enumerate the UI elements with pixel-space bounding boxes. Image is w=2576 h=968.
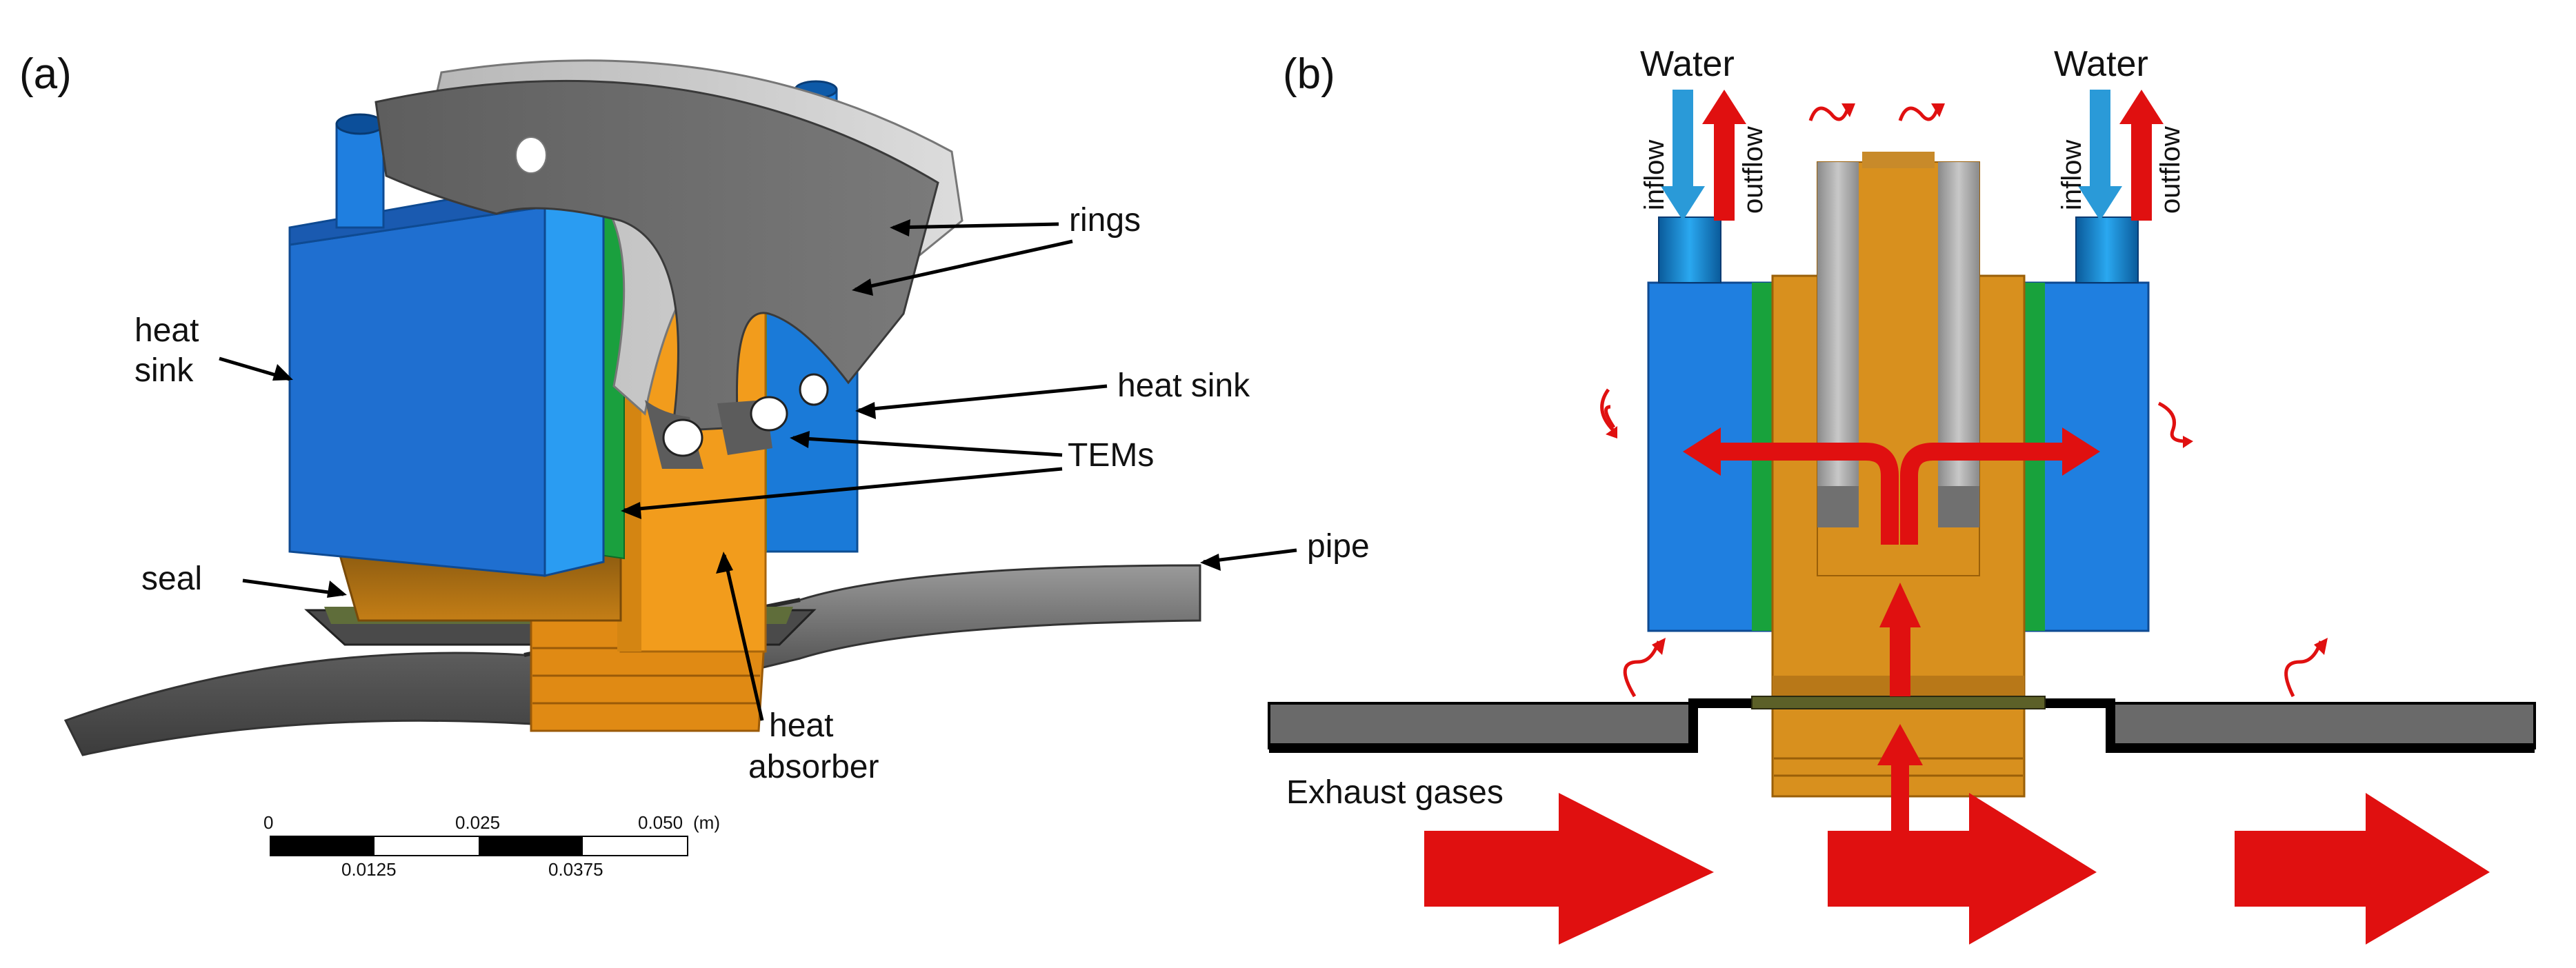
label-exhaust-gases: Exhaust gases xyxy=(1286,774,1504,811)
scale-tick-0025: 0.025 xyxy=(455,812,500,833)
panel-b: (b) xyxy=(1268,44,2536,945)
label-water-left: Water xyxy=(1640,44,1735,84)
heat-loss-curls xyxy=(1600,106,2323,698)
scale-tick-0050: 0.050 xyxy=(638,812,683,833)
label-outflow-right: outflow xyxy=(2155,126,2186,214)
exhaust-arrows xyxy=(1424,793,2490,945)
label-heat-sink-left-1: heat xyxy=(134,312,199,349)
label-tems: TEMs xyxy=(1068,437,1154,474)
scale-bar: 0 0.025 0.050 (m) 0.0125 0.0375 xyxy=(263,812,720,880)
panel-a: (a) xyxy=(19,50,1370,880)
water-arrows-right xyxy=(2078,90,2164,221)
label-inflow-right: inflow xyxy=(2057,140,2087,210)
heat-loss-curl-heads xyxy=(1606,103,2328,655)
heat-absorber-section xyxy=(1751,152,2046,798)
label-pipe: pipe xyxy=(1307,528,1370,565)
heat-path-arrows xyxy=(1704,443,2076,545)
label-water-right: Water xyxy=(2054,44,2148,84)
scale-tick-00125: 0.0125 xyxy=(341,859,397,880)
scale-tick-0: 0 xyxy=(263,812,273,833)
label-heat-sink-left-2: sink xyxy=(134,352,194,389)
label-heat-sink-right: heat sink xyxy=(1117,367,1250,404)
heat-sink-right-section xyxy=(2023,216,2150,632)
panel-b-label: (b) xyxy=(1283,50,1335,98)
label-inflow-left: inflow xyxy=(1639,140,1670,210)
heat-sink-left-3d xyxy=(288,91,605,577)
heat-sink-left-section xyxy=(1647,216,1774,632)
label-seal: seal xyxy=(141,561,202,597)
water-arrows-left xyxy=(1661,90,1746,221)
label-heat-absorber-1: heat xyxy=(769,707,833,744)
label-rings: rings xyxy=(1069,202,1141,239)
panel-a-leaders xyxy=(219,219,1297,721)
label-heat-absorber-2: absorber xyxy=(748,749,879,785)
scale-unit: (m) xyxy=(693,812,720,833)
rings-3d xyxy=(375,59,963,469)
label-outflow-left: outflow xyxy=(1738,126,1768,214)
panel-a-label: (a) xyxy=(19,50,72,98)
scale-tick-00375: 0.0375 xyxy=(548,859,603,880)
